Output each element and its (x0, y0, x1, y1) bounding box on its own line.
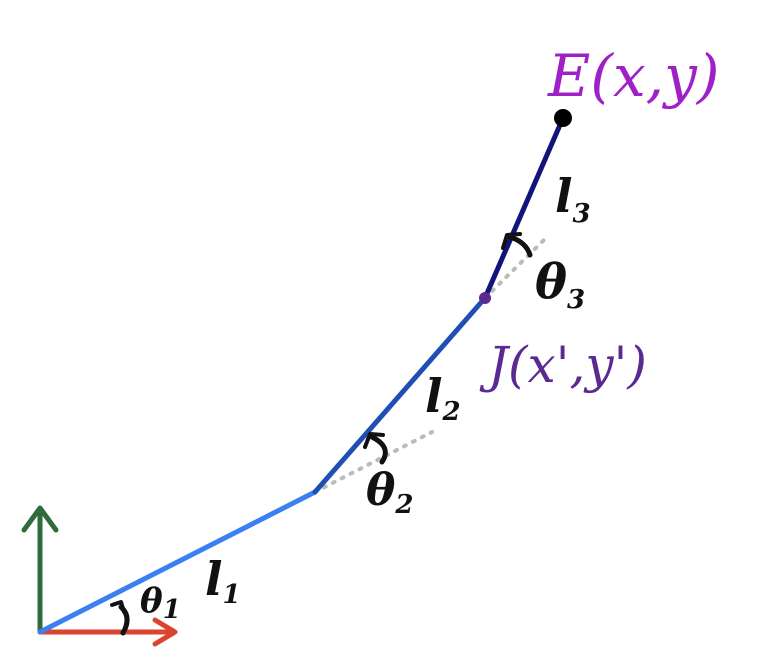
link-3 (482, 115, 566, 301)
joint-j-dot (479, 292, 491, 304)
x-axis-arrowhead (152, 617, 178, 647)
link2-label: l2 (425, 369, 461, 427)
link2-extension (483, 234, 550, 300)
theta3-label: θ3 (535, 254, 585, 315)
link-1 (37, 489, 318, 635)
link1-extension (313, 430, 434, 494)
theta3-arc (507, 234, 533, 258)
theta1-arc-head (110, 600, 126, 614)
theta2-arc-head (363, 432, 385, 449)
joint-label: J(x',y') (479, 336, 647, 394)
link-2 (312, 295, 488, 495)
theta2-arc (369, 434, 388, 465)
link1-label: l1 (205, 552, 241, 610)
end-effector-label: E(x,y) (547, 42, 720, 110)
theta3-arc-head (501, 232, 522, 250)
y-axis-arrowhead (21, 505, 59, 533)
link3-label: l3 (555, 169, 591, 229)
theta2-label: θ2 (366, 465, 413, 520)
theta1-label: θ1 (140, 581, 181, 625)
end-effector-dot (554, 109, 572, 127)
